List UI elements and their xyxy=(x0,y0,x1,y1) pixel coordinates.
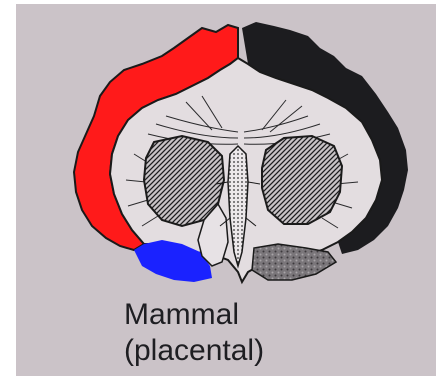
figure-panel: Mammal (placental) xyxy=(16,4,436,376)
right-hatched-nucleus xyxy=(262,136,342,224)
diagram-caption-line2: (placental) xyxy=(124,336,264,366)
diagram-caption-line1: Mammal xyxy=(124,300,239,330)
